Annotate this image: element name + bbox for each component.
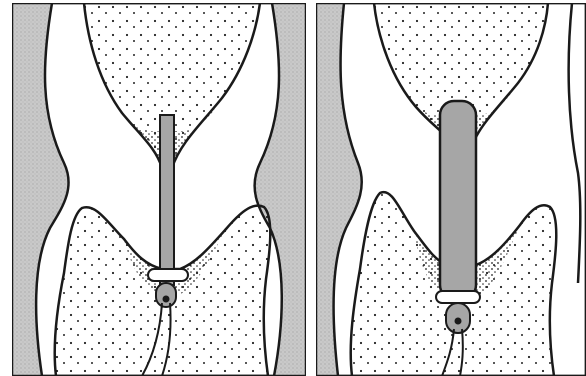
- thick-rod: [440, 101, 476, 299]
- thin-rod: [160, 115, 174, 285]
- rod-collar: [148, 269, 188, 281]
- right-diagram: [316, 3, 586, 376]
- rod-bulb: [156, 283, 176, 307]
- left-diagram: [12, 3, 306, 376]
- rod-collar: [436, 291, 480, 303]
- right-panel: [316, 3, 586, 376]
- bulb-dot: [455, 318, 462, 325]
- bulb-dot: [163, 296, 170, 303]
- left-panel: [12, 3, 306, 376]
